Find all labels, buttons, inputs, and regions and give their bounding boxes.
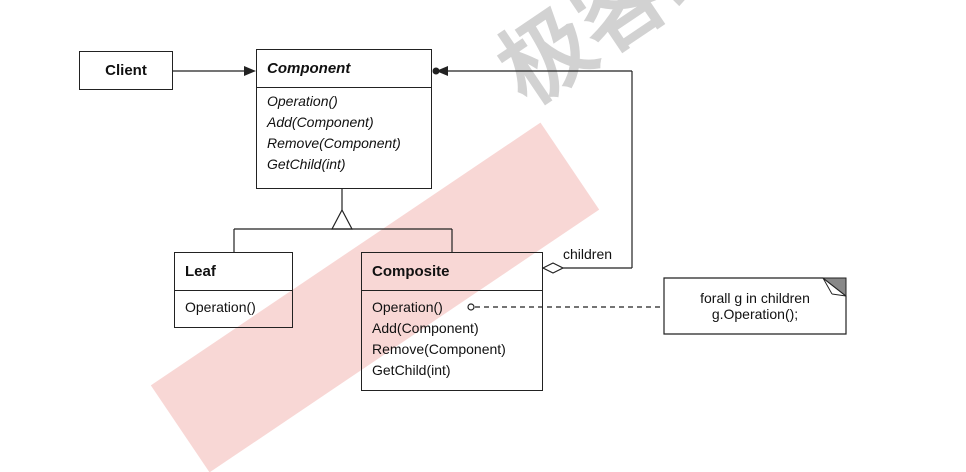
composite-operations: Operation() Add(Component) Remove(Compon… (362, 291, 542, 384)
component-op-remove: Remove(Component) (267, 135, 401, 151)
composite-op-operation: Operation() (372, 299, 443, 315)
component-operations: Operation() Add(Component) Remove(Compon… (257, 88, 431, 178)
note-shape (663, 277, 847, 335)
client-class-box[interactable]: Client (79, 51, 173, 90)
composite-op-getchild: GetChild(int) (372, 362, 451, 378)
component-class-box[interactable]: Component Operation() Add(Component) Rem… (256, 49, 432, 189)
component-op-operation: Operation() (267, 93, 338, 109)
leaf-op-operation: Operation() (185, 299, 256, 315)
component-op-add: Add(Component) (267, 114, 374, 130)
composite-class-title: Composite (362, 253, 542, 291)
note-line-2: g.Operation(); (711, 306, 799, 322)
component-op-getchild: GetChild(int) (267, 156, 346, 172)
note-line-1: forall g in children (700, 290, 810, 306)
composite-class-box[interactable]: Composite Operation() Add(Component) Rem… (361, 252, 543, 391)
composite-op-remove: Remove(Component) (372, 341, 506, 357)
leaf-operations: Operation() (175, 291, 292, 321)
note-box: forall g in children g.Operation(); (664, 278, 846, 334)
diagram-connectors (173, 66, 847, 335)
component-class-title: Component (257, 50, 431, 88)
aggregation-children-connector (432, 66, 633, 274)
client-component-association (173, 66, 256, 76)
children-label: children (563, 246, 613, 262)
composite-op-add: Add(Component) (372, 320, 479, 336)
leaf-class-title: Leaf (175, 253, 292, 291)
inheritance-connector (233, 189, 453, 252)
note-link (467, 303, 664, 311)
client-class-title: Client (105, 62, 147, 79)
leaf-class-box[interactable]: Leaf Operation() (174, 252, 293, 328)
